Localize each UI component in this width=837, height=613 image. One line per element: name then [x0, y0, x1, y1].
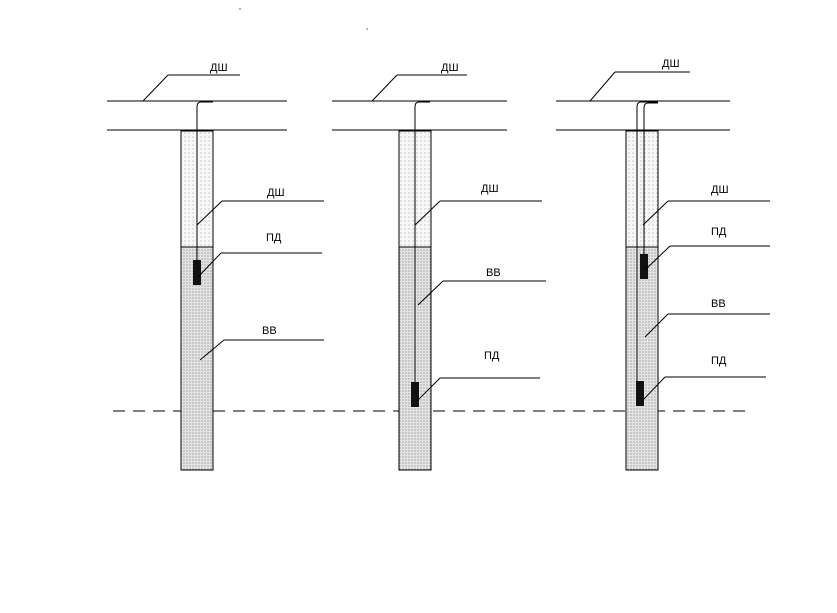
explosive-charge — [625, 246, 659, 471]
speck — [239, 8, 241, 10]
leader-line — [417, 280, 444, 306]
scheme-1-top-primer: ДШ ДШ ПД ВВ — [107, 62, 324, 471]
label-explosive: ВВ — [711, 298, 726, 310]
detonating-cord-secondary — [643, 102, 658, 257]
leader-line — [196, 200, 223, 226]
scheme-3-double-primer: ДШ ДШ ПД ВВ ПД — [556, 58, 770, 471]
label-primer: ПД — [711, 226, 727, 238]
leader-line — [416, 377, 441, 402]
primer-charge-upper — [640, 254, 648, 279]
label-primer: ПД — [266, 232, 282, 244]
label-detonating-cord: ДШ — [210, 62, 228, 74]
stemming — [625, 130, 659, 248]
leader-line — [642, 376, 666, 401]
label-detonating-cord: ДШ — [481, 183, 499, 195]
label-detonating-cord: ДШ — [441, 62, 459, 74]
scheme-2-bottom-primer: ДШ ДШ ВВ ПД — [332, 62, 546, 471]
leader-line — [197, 252, 222, 278]
leader-line — [644, 313, 669, 338]
leader-line — [371, 74, 398, 102]
label-detonating-cord: ДШ — [662, 58, 680, 70]
label-primer: ПД — [711, 355, 727, 367]
label-detonating-cord: ДШ — [267, 187, 285, 199]
leader-line — [642, 200, 669, 226]
primer-charge — [193, 260, 201, 285]
primer-charge-lower — [636, 381, 644, 406]
leader-line — [199, 339, 225, 361]
leader-line — [414, 200, 441, 226]
label-primer: ПД — [484, 350, 500, 362]
label-explosive: ВВ — [262, 325, 277, 337]
speck — [366, 28, 368, 30]
leader-line — [589, 71, 616, 102]
label-detonating-cord: ДШ — [711, 184, 729, 196]
leader-line — [142, 74, 169, 102]
detonating-cord-primary — [636, 101, 658, 384]
primer-charge — [411, 382, 419, 407]
detonating-cord — [414, 101, 430, 384]
leader-line — [644, 245, 671, 271]
detonating-cord — [196, 101, 213, 262]
label-explosive: ВВ — [486, 267, 501, 279]
